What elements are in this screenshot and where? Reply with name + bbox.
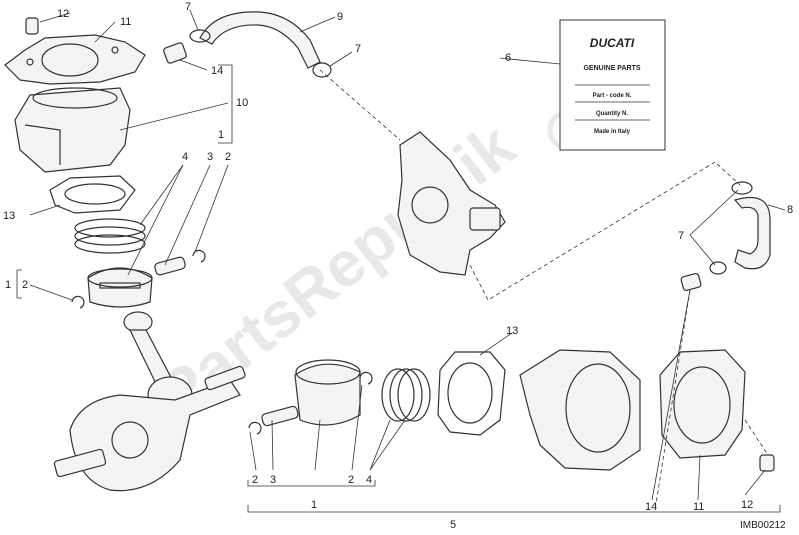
callout-10: 10 bbox=[236, 97, 248, 109]
circlip-lower-right bbox=[359, 371, 373, 385]
callout-2: 2 bbox=[225, 151, 231, 163]
circlip-upper-left bbox=[71, 295, 85, 309]
piston-pin-upper bbox=[154, 256, 186, 276]
callout-14: 14 bbox=[645, 501, 657, 513]
callout-8: 8 bbox=[787, 204, 793, 216]
routing-line-dowel bbox=[744, 419, 769, 456]
water-pump-housing bbox=[397, 131, 506, 276]
callout-11: 11 bbox=[693, 501, 704, 513]
piston-lower bbox=[294, 359, 361, 426]
circlip-upper-right bbox=[192, 249, 206, 263]
crankshaft bbox=[53, 365, 246, 492]
callout-9: 9 bbox=[337, 11, 343, 23]
head-gasket-upper bbox=[4, 34, 146, 85]
dowel-pin-lower bbox=[759, 454, 775, 472]
callout-11: 11 bbox=[120, 16, 131, 28]
label-card-title: GENUINE PARTS bbox=[583, 65, 640, 72]
cylinder-lower bbox=[519, 349, 641, 471]
bracket-group-1-left bbox=[16, 269, 22, 299]
callout-12: 12 bbox=[57, 8, 69, 20]
circlip-lower-left bbox=[248, 421, 262, 435]
hose-clamp-right-top bbox=[731, 181, 753, 195]
callout-12: 12 bbox=[741, 499, 753, 511]
callout-13: 13 bbox=[506, 325, 518, 337]
callout-3: 3 bbox=[270, 474, 276, 486]
callout-2: 2 bbox=[348, 474, 354, 486]
callout-7: 7 bbox=[355, 43, 361, 55]
callout-1: 1 bbox=[311, 499, 317, 511]
callout-2: 2 bbox=[22, 279, 28, 291]
routing-line-upper bbox=[319, 69, 401, 141]
base-gasket-lower bbox=[437, 351, 506, 436]
hose-clamp-upper-left bbox=[189, 29, 211, 43]
image-code: IMB00212 bbox=[740, 520, 786, 531]
bracket-group-5 bbox=[247, 505, 781, 513]
head-gasket-lower bbox=[659, 349, 746, 459]
callout-3: 3 bbox=[207, 151, 213, 163]
label-card-field: Made in Italy bbox=[594, 129, 631, 135]
callout-5: 5 bbox=[450, 519, 456, 531]
piston-pin-lower bbox=[261, 405, 299, 427]
routing-line-fitting bbox=[654, 289, 691, 511]
callout-7: 7 bbox=[185, 1, 191, 13]
base-gasket-upper bbox=[49, 175, 136, 214]
hose-fitting-upper bbox=[163, 42, 187, 64]
bracket-group-10 bbox=[218, 64, 233, 144]
coolant-hose-lower bbox=[733, 196, 771, 270]
callout-14: 14 bbox=[211, 65, 223, 77]
hose-clamp-right-bottom bbox=[709, 261, 727, 275]
callout-13: 13 bbox=[3, 210, 15, 222]
piston-rings-upper bbox=[74, 218, 146, 254]
label-card-brand: DUCATI bbox=[590, 36, 635, 50]
cylinder-upper bbox=[14, 87, 131, 173]
callout-6: 6 bbox=[505, 52, 511, 64]
callout-1: 1 bbox=[218, 129, 224, 141]
coolant-hose-upper bbox=[199, 11, 321, 69]
piston-upper bbox=[87, 267, 153, 308]
callout-4: 4 bbox=[182, 151, 188, 163]
bracket-group-1-lower bbox=[247, 480, 376, 487]
callout-7: 7 bbox=[678, 230, 684, 242]
leader-lines bbox=[29, 9, 786, 501]
callout-1: 1 bbox=[5, 279, 11, 291]
callout-labels: 12 11 7 9 7 6 14 10 1 4 3 2 13 1 2 8 7 1… bbox=[3, 1, 793, 531]
label-card-field: Part - code N. bbox=[593, 93, 632, 99]
hose-fitting-right bbox=[680, 272, 702, 292]
callout-4: 4 bbox=[366, 474, 372, 486]
label-card-field: Quantity N. bbox=[596, 111, 628, 117]
dowel-pin-upper bbox=[25, 17, 39, 35]
hose-clamp-upper-right bbox=[312, 62, 332, 78]
genuine-parts-label: DUCATI GENUINE PARTS Part - code N. Quan… bbox=[559, 19, 666, 151]
callout-2: 2 bbox=[252, 474, 258, 486]
piston-rings-lower bbox=[381, 368, 431, 422]
